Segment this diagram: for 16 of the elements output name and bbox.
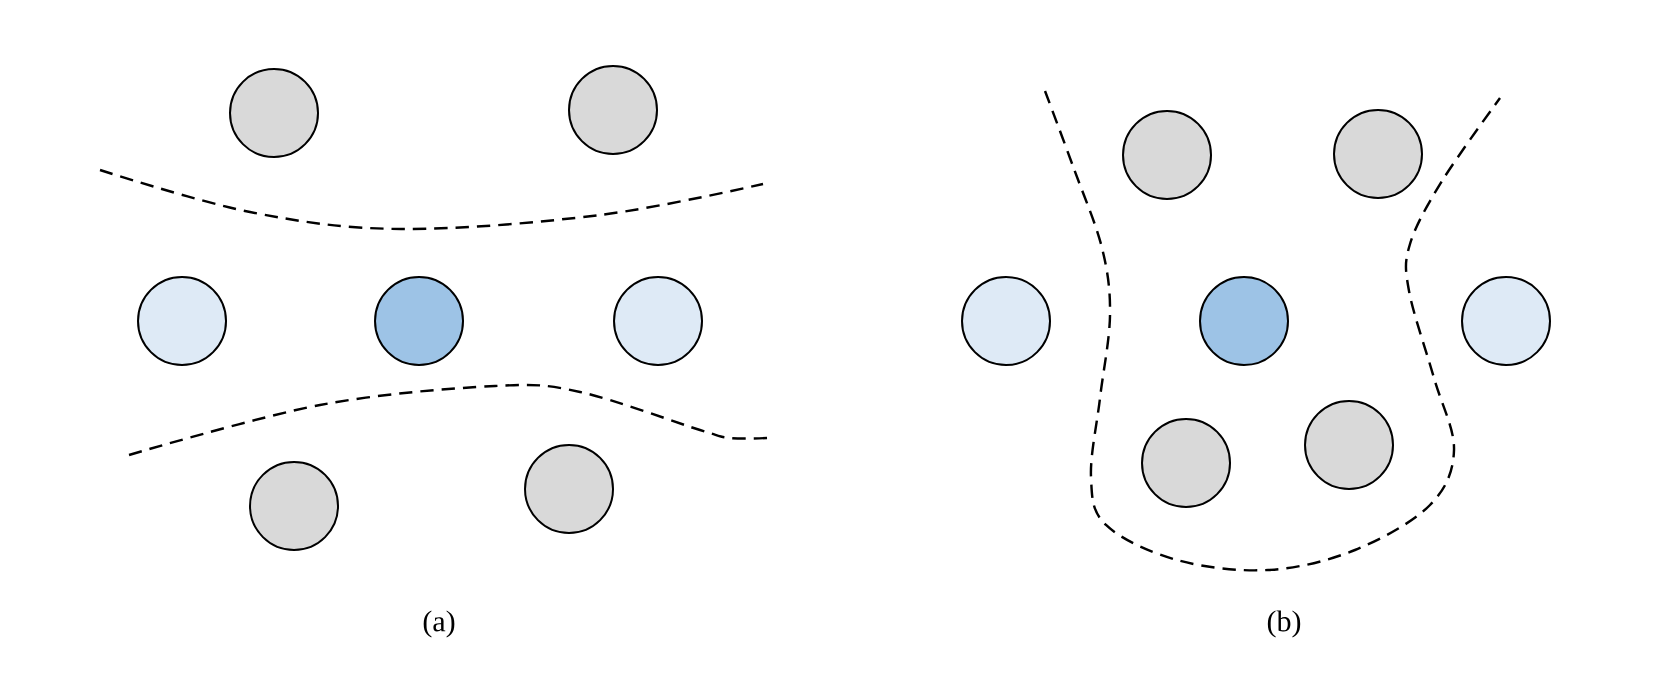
circle: [137, 276, 227, 366]
panel-label: (a): [423, 610, 455, 638]
circle: [249, 461, 339, 551]
circle: [568, 65, 658, 155]
circle: [229, 68, 319, 158]
circle: [524, 444, 614, 534]
circle: [613, 276, 703, 366]
circle: [1461, 276, 1551, 366]
circle: [1333, 109, 1423, 199]
circle: [1122, 110, 1212, 200]
circle: [1199, 276, 1289, 366]
panel-label: (b): [1267, 610, 1301, 638]
circle: [1304, 400, 1394, 490]
circle: [374, 276, 464, 366]
circle: [1141, 418, 1231, 508]
circle: [961, 276, 1051, 366]
